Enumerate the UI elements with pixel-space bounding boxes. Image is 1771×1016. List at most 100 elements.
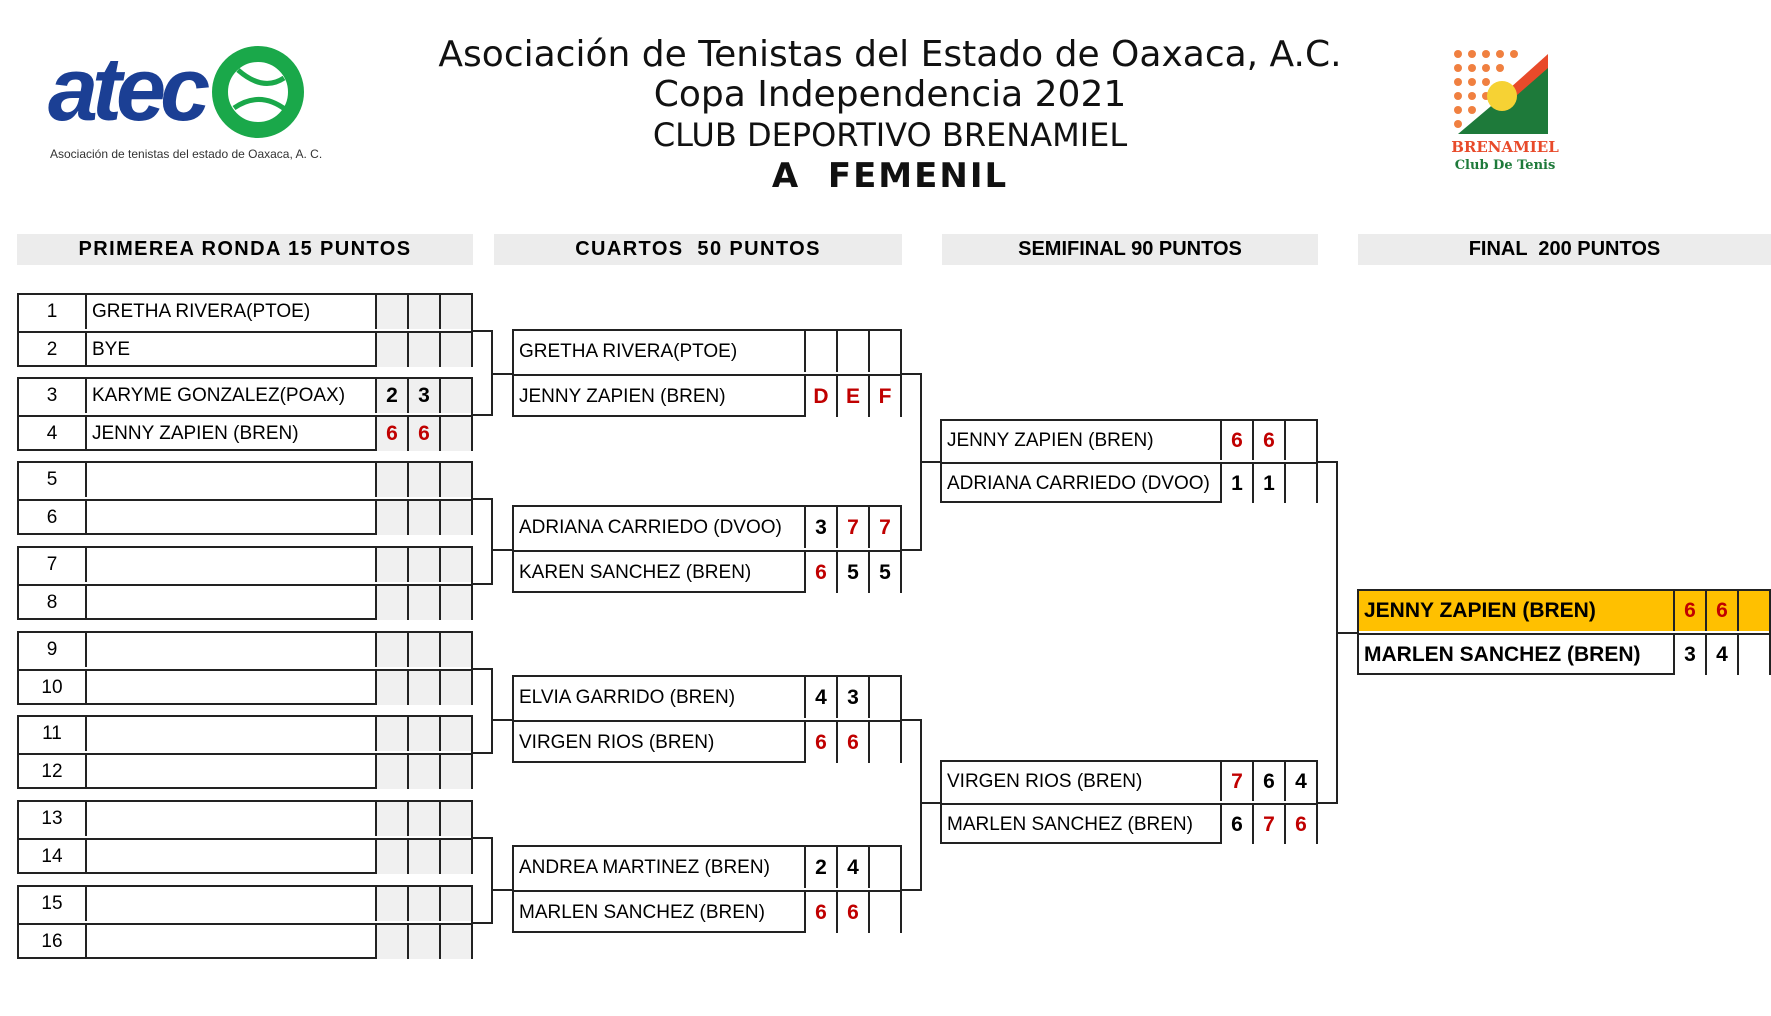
bracket-connector [491, 837, 493, 924]
set-score-1 [375, 333, 407, 367]
player-name [87, 671, 375, 705]
draw-position: 6 [19, 501, 87, 535]
set-score-2 [407, 840, 439, 874]
bracket-connector [491, 498, 493, 585]
set-score-2 [407, 755, 439, 789]
player-name: JENNY ZAPIEN (BREN) [1364, 599, 1596, 622]
set-score-1 [375, 463, 407, 497]
set-score-3 [1284, 421, 1316, 460]
player-name [87, 501, 375, 535]
bracket-connector [902, 373, 922, 375]
bracket-connector [1336, 632, 1357, 634]
set-score-1: 6 [804, 892, 836, 933]
atec-caption: Asociación de tenistas del estado de Oax… [50, 147, 323, 161]
player-name: ELVIA GARRIDO (BREN) [519, 686, 736, 708]
set-score-3 [439, 548, 471, 582]
quarterfinal-player-row: GRETHA RIVERA(PTOE) [514, 331, 900, 372]
set-score-3 [439, 802, 471, 836]
brenamiel-name: BRENAMIEL [1451, 138, 1559, 156]
player-name: KARYME GONZALEZ(POAX) [92, 385, 346, 406]
bracket-connector [902, 719, 922, 721]
player-name [87, 925, 375, 959]
set-score-3 [868, 331, 900, 372]
player-name: ANDREA MARTINEZ (BREN) [519, 856, 770, 878]
set-score-2 [407, 548, 439, 582]
round-header-semis: SEMIFINAL 90 PUNTOS [942, 234, 1318, 265]
set-score-3 [439, 840, 471, 874]
bracket-connector [473, 330, 493, 332]
set-score-2: 7 [836, 507, 868, 548]
set-score-2: 6 [407, 417, 439, 451]
set-score-3 [439, 501, 471, 535]
draw-position: 16 [19, 925, 87, 959]
first-round-player-row: 13 [19, 802, 471, 836]
set-score-1 [375, 755, 407, 789]
draw-position: 5 [19, 463, 87, 497]
title-association: Asociación de Tenistas del Estado de Oax… [438, 34, 1342, 75]
draw-position: 2 [19, 333, 87, 367]
first-round-player-row: 6 [19, 499, 471, 535]
set-score-2: 6 [836, 892, 868, 933]
player-name: GRETHA RIVERA(PTOE) [519, 340, 738, 362]
set-score-1: 6 [804, 552, 836, 593]
set-score-3 [439, 671, 471, 705]
set-score-1 [375, 501, 407, 535]
set-score-3 [439, 633, 471, 667]
bracket-connector [473, 414, 493, 416]
set-score-2: 6 [836, 722, 868, 763]
first-round-player-row: 15 [19, 887, 471, 921]
player-name: MARLEN SANCHEZ (BREN) [519, 901, 765, 923]
set-score-1 [375, 295, 407, 329]
player-name [87, 548, 375, 582]
first-round-player-row: 9 [19, 633, 471, 667]
player-name: VIRGEN RIOS (BREN) [947, 770, 1143, 792]
set-score-3 [439, 333, 471, 367]
first-round-player-row: 5 [19, 463, 471, 497]
set-score-3 [439, 295, 471, 329]
set-score-3 [868, 722, 900, 763]
draw-position: 3 [19, 379, 87, 413]
player-name [87, 717, 375, 751]
set-score-1: 3 [804, 507, 836, 548]
set-score-1 [375, 887, 407, 921]
bracket-connector [491, 668, 493, 754]
player-name: ADRIANA CARRIEDO (DVOO) [947, 472, 1210, 494]
draw-position: 4 [19, 417, 87, 451]
set-score-2: 6 [1252, 421, 1284, 460]
set-score-1 [375, 671, 407, 705]
set-score-1: 6 [804, 722, 836, 763]
atec-logo-icon: atec Asociación de tenistas del estado d… [48, 40, 322, 170]
draw-position: 9 [19, 633, 87, 667]
set-score-2: 3 [407, 379, 439, 413]
bracket-connector [473, 583, 493, 585]
draw-position: 11 [19, 717, 87, 751]
set-score-2 [407, 586, 439, 620]
set-score-1: 6 [1673, 591, 1705, 631]
set-score-1 [375, 717, 407, 751]
set-score-1: 7 [1220, 762, 1252, 801]
bracket-connector [473, 752, 493, 754]
set-score-2 [407, 633, 439, 667]
set-score-2 [407, 925, 439, 959]
bracket-connector [473, 668, 493, 670]
player-name: VIRGEN RIOS (BREN) [519, 731, 715, 753]
draw-position: 15 [19, 887, 87, 921]
draw-position: 1 [19, 295, 87, 329]
set-score-2 [407, 463, 439, 497]
title-category: A FEMENIL [771, 156, 1009, 196]
set-score-3 [868, 677, 900, 718]
